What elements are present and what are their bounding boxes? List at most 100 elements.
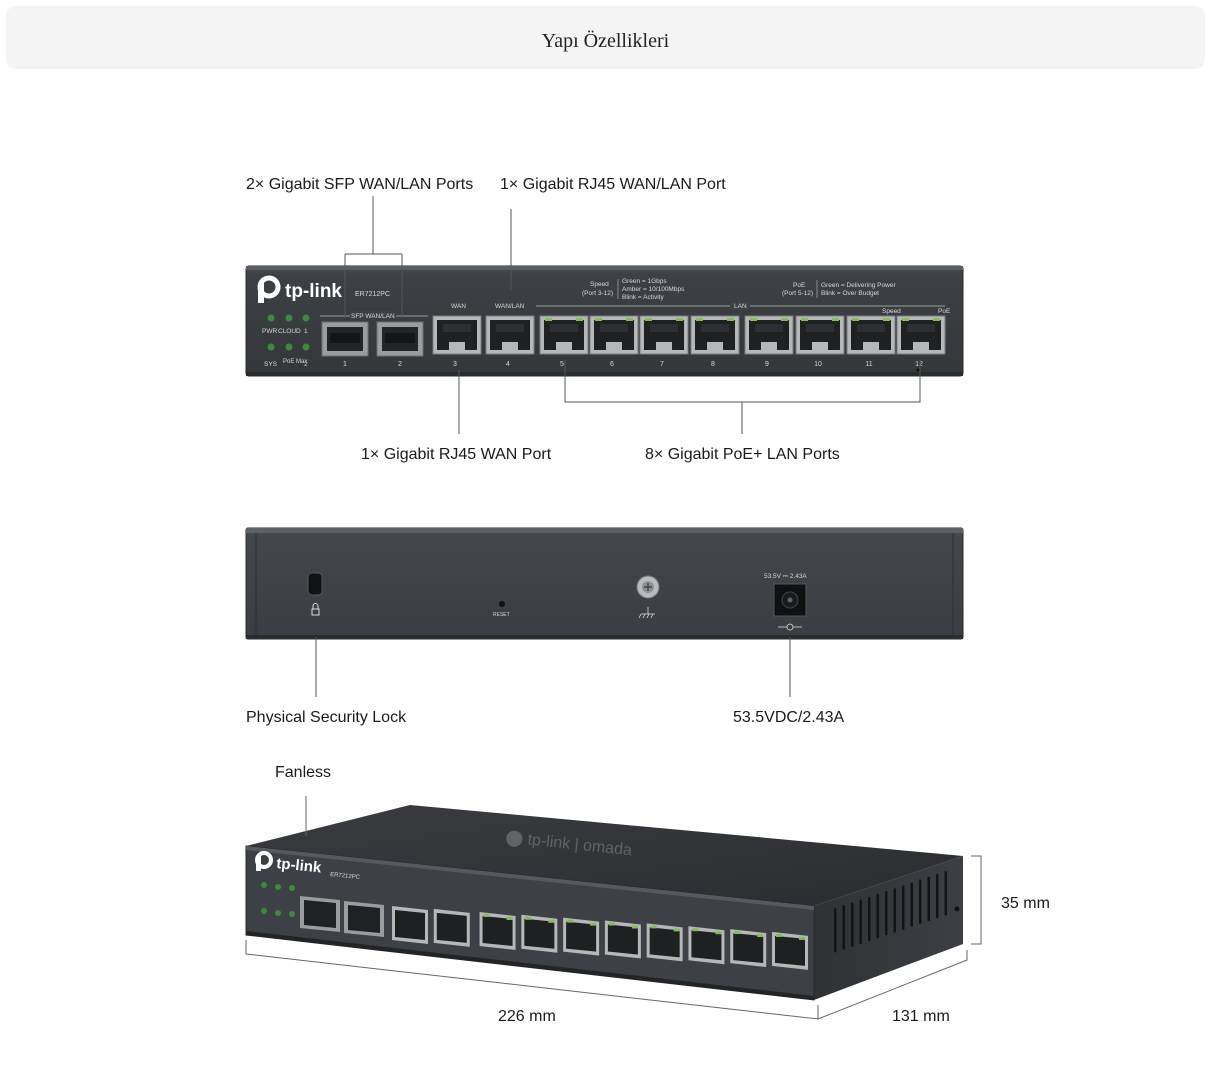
rj45-port-10[interactable]	[795, 315, 845, 355]
port-number-12: 12	[915, 361, 923, 368]
ground-screw-icon	[636, 575, 660, 619]
side-vent-slot	[919, 879, 922, 924]
led-label-2: 2	[304, 361, 308, 368]
perspective-port-4	[433, 908, 470, 947]
perspective-port-8	[604, 920, 641, 959]
side-vent-slot	[834, 908, 837, 953]
callout-power: 53.5VDC/2.43A	[733, 709, 845, 726]
side-vent-slot	[859, 899, 862, 944]
perspective-logo-icon	[255, 851, 273, 871]
front-model: ER7212PC	[355, 291, 390, 298]
svg-text:(Port 3-12): (Port 3-12)	[582, 290, 613, 297]
callout-rj45-wan: 1× Gigabit RJ45 WAN Port	[361, 446, 552, 463]
side-vent-slot	[876, 894, 879, 939]
rj45-port-4[interactable]	[485, 315, 535, 355]
perspective-port-11	[730, 929, 767, 968]
callout-poe-lan: 8× Gigabit PoE+ LAN Ports	[645, 446, 840, 463]
reset-button[interactable]	[499, 601, 505, 607]
svg-text:(Port 5-12): (Port 5-12)	[782, 290, 813, 297]
sfp-group-label: SFP WAN/LAN	[351, 313, 395, 320]
port-number-2: 2	[398, 361, 402, 368]
svg-text:Blink = Over Budget: Blink = Over Budget	[821, 290, 879, 297]
side-vent-slot	[927, 876, 930, 921]
tp-link-logo-icon	[257, 275, 281, 303]
dc-polarity-icon	[778, 623, 802, 631]
port-number-7: 7	[660, 361, 664, 368]
perspective-port-3	[392, 905, 428, 944]
rj45-port-8[interactable]	[690, 315, 740, 355]
wanlan-group-label: WAN/LAN	[495, 303, 525, 310]
svg-text:Blink = Activity: Blink = Activity	[622, 294, 664, 301]
front-leds	[267, 314, 310, 351]
callout-fanless: Fanless	[275, 764, 332, 781]
reset-label: RESET	[493, 612, 510, 618]
front-panel: tp-link ER7212PC PWR CLOUD 1 SYS PoE Max…	[245, 265, 964, 377]
front-rj45-ports	[432, 315, 946, 355]
side-vent-slot	[851, 902, 854, 947]
port-number-3: 3	[453, 361, 457, 368]
led-label-poe-max: PoE Max	[283, 359, 307, 365]
svg-text:PoE: PoE	[793, 282, 806, 289]
rj45-port-9[interactable]	[744, 315, 794, 355]
front-logo-text: tp-link	[285, 281, 342, 302]
perspective-port-9	[646, 923, 683, 962]
side-vent-slot	[936, 874, 939, 919]
rj45-port-6[interactable]	[589, 315, 639, 355]
page-title: Yapı Özellikleri	[541, 30, 670, 52]
poe-label: PoE	[938, 308, 951, 315]
perspective-port-7	[563, 917, 600, 956]
back-panel: RESET 53.5V ⎓ 2.43A	[245, 527, 964, 640]
speed-label: Speed	[882, 308, 901, 315]
side-vent-slot	[893, 888, 896, 933]
sfp-port-2[interactable]	[376, 321, 424, 357]
rj45-port-5[interactable]	[539, 315, 589, 355]
svg-text:Amber = 10/100Mbps: Amber = 10/100Mbps	[622, 286, 685, 293]
port-number-8: 8	[711, 361, 715, 368]
port-number-11: 11	[865, 361, 872, 368]
dc-power-jack[interactable]	[773, 583, 807, 617]
perspective-rj45-ports	[392, 905, 808, 970]
perspective-leds	[261, 882, 295, 917]
side-vent-slot	[910, 882, 913, 927]
callout-security-lock: Physical Security Lock	[246, 709, 407, 726]
rj45-port-11[interactable]	[846, 315, 896, 355]
callout-rj45-wanlan: 1× Gigabit RJ45 WAN/LAN Port	[500, 176, 726, 193]
dimension-width: 226 mm	[498, 1008, 556, 1025]
port-number-10: 10	[814, 361, 822, 368]
port-number-5: 5	[560, 361, 564, 368]
perspective-port-6	[521, 914, 558, 953]
side-vent-slot	[842, 905, 845, 950]
perspective-port-5	[479, 911, 516, 950]
perspective-port-10	[688, 926, 725, 965]
security-lock-slot-icon	[307, 572, 323, 616]
perspective-logo-text: tp-link	[276, 855, 323, 876]
port-number-9: 9	[765, 361, 769, 368]
dimension-depth: 131 mm	[892, 1008, 950, 1025]
svg-text:Green = Delivering Power: Green = Delivering Power	[821, 282, 896, 289]
perspective-model: ER7212PC	[330, 872, 361, 881]
poe-legend: PoE (Port 5-12) Green = Delivering Power…	[782, 280, 896, 298]
perspective-view: ⬤ tp-link | omada tp-link ER7212PC	[245, 805, 963, 1001]
front-callout-lines	[344, 196, 921, 434]
rj45-port-3[interactable]	[432, 315, 482, 355]
rj45-port-7[interactable]	[639, 315, 689, 355]
perspective-sfp-ports	[300, 896, 384, 937]
back-callout-lines	[315, 637, 791, 697]
sfp-port-1[interactable]	[321, 321, 369, 357]
dimension-height: 35 mm	[1001, 895, 1050, 912]
callout-sfp: 2× Gigabit SFP WAN/LAN Ports	[246, 176, 474, 193]
led-label-1: 1	[304, 328, 308, 335]
side-vent-slot	[944, 871, 947, 916]
port-number-6: 6	[610, 361, 614, 368]
rj45-port-12[interactable]	[896, 315, 946, 355]
perspective-port-12	[772, 931, 808, 970]
port-number-1: 1	[343, 361, 347, 368]
wan-group-label: WAN	[451, 303, 466, 310]
side-vent-slot	[902, 885, 905, 930]
led-label-cloud: CLOUD	[278, 328, 301, 335]
svg-text:Speed: Speed	[590, 281, 609, 288]
svg-text:Green = 1Gbps: Green = 1Gbps	[622, 278, 667, 285]
header-bar: Yapı Özellikleri	[6, 6, 1205, 69]
